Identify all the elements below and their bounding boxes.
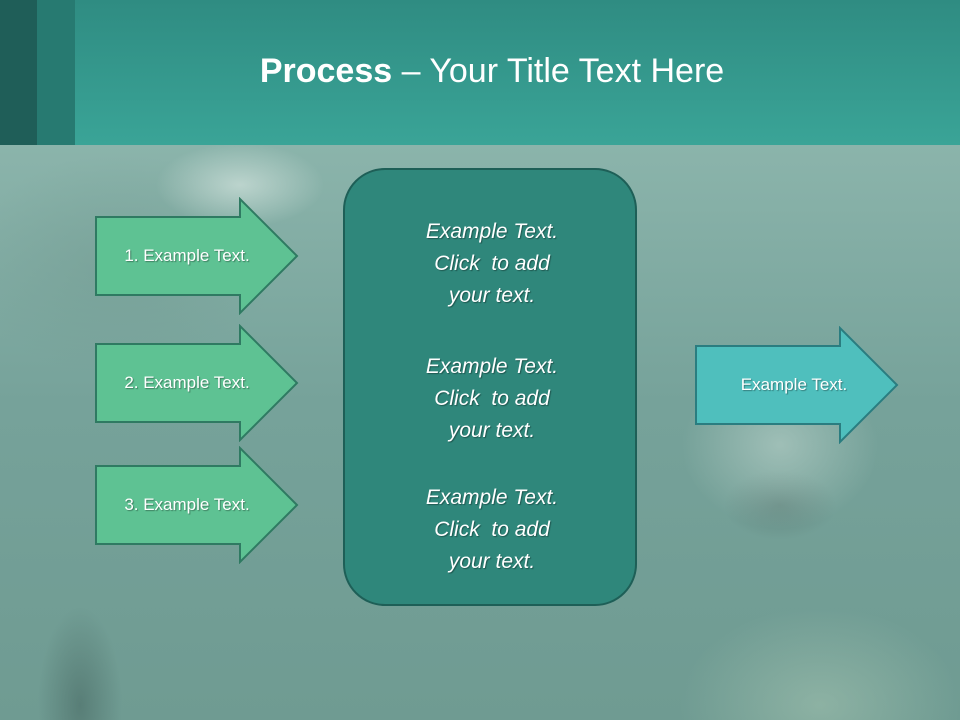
center-paragraph-3: Example Text. Click to add your text.: [425, 486, 559, 573]
step-label: 1. Example Text.: [124, 246, 250, 265]
title-bold: Process: [259, 52, 393, 90]
arrow-shape: [95, 197, 299, 315]
arrow-shape: [95, 324, 299, 442]
title-banner: Process – Your Title Text Here: [0, 0, 960, 145]
title-rest: – Your Title Text Here: [392, 52, 725, 90]
center-paragraph-1: Example Text. Click to add your text.: [425, 220, 559, 307]
arrow-shape: [95, 446, 299, 564]
banner-stripe-mid: [37, 0, 75, 145]
arrow-shape: [695, 326, 899, 444]
step-label: 2. Example Text.: [124, 373, 250, 392]
step-arrow-2[interactable]: 2. Example Text.: [94, 324, 299, 442]
slide-title[interactable]: Process – Your Title Text Here: [0, 52, 960, 91]
output-label: Example Text.: [740, 375, 848, 394]
step-label: 3. Example Text.: [124, 495, 250, 514]
step-arrow-3[interactable]: 3. Example Text.: [94, 446, 299, 564]
step-arrow-1[interactable]: 1. Example Text.: [94, 197, 299, 315]
center-paragraph-2: Example Text. Click to add your text.: [425, 355, 559, 442]
output-arrow[interactable]: Example Text.: [694, 326, 899, 444]
center-process-box[interactable]: Example Text. Click to add your text. Ex…: [343, 168, 637, 606]
banner-stripe-dark: [0, 0, 37, 145]
